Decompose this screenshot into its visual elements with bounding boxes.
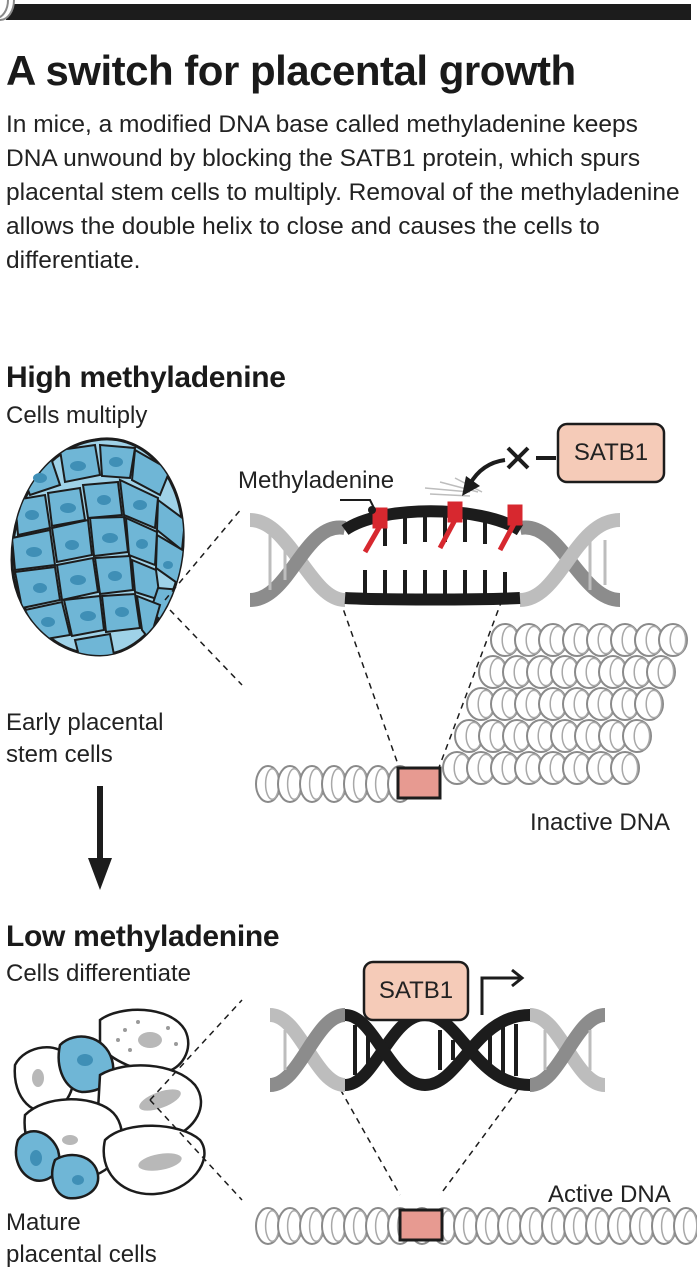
nucleosome [634, 687, 664, 721]
zoom-lines-low [149, 999, 526, 1201]
stem-cell-cluster [10, 437, 185, 657]
top-rule [6, 4, 691, 20]
nucleosome [622, 719, 652, 753]
chromatin-fiber-inactive [255, 765, 413, 803]
stem-cells-label-line1: Early placental [6, 709, 164, 736]
nucleosome [574, 655, 604, 689]
nucleosome [562, 623, 592, 657]
nucleosome [502, 719, 532, 753]
satb1-protein-blocked [556, 422, 666, 484]
stem-cells-label-line2: stem cells [6, 741, 113, 768]
methyladenine-pointer [340, 499, 376, 514]
zoom-lines-high [164, 507, 503, 771]
blocked-arrow [462, 446, 556, 496]
stacked-nucleosomes [442, 623, 688, 785]
methyl-marker-3 [497, 504, 523, 552]
nucleosome [586, 687, 616, 721]
closed-dna-helix [268, 1008, 607, 1092]
methyl-marker-2 [437, 501, 463, 550]
nucleosome [299, 1207, 325, 1245]
nucleosome [598, 719, 628, 753]
satb1-protein-bound [362, 960, 470, 1022]
nucleosome [651, 1207, 677, 1245]
nucleosome [646, 655, 676, 689]
nucleosome [610, 751, 640, 785]
nucleosome [519, 1207, 545, 1245]
high-section-heading: High methyladenine [6, 361, 286, 394]
nucleosome [538, 687, 568, 721]
mature-cells-label-line1: Mature [6, 1209, 81, 1236]
highlighted-dna-region-active [398, 1208, 444, 1242]
nucleosome [321, 1207, 347, 1245]
high-section-subheading: Cells multiply [6, 402, 148, 429]
chromatin-fiber-active [255, 1207, 697, 1245]
methyl-marker-1 [362, 507, 388, 554]
nucleosome [538, 751, 568, 785]
nucleosome [658, 623, 688, 657]
nucleosome [343, 1207, 369, 1245]
mature-cell-cluster [13, 1008, 206, 1200]
nucleosome [634, 623, 664, 657]
nucleosome [255, 765, 281, 803]
nucleosome [365, 765, 391, 803]
nucleosome [607, 1207, 633, 1245]
nucleosome [343, 765, 369, 803]
nucleosome [321, 765, 347, 803]
low-section-heading: Low methyladenine [6, 920, 280, 953]
highlighted-dna-region-inactive [396, 766, 442, 800]
methyladenine-markers [362, 501, 523, 554]
nucleosome [585, 1207, 611, 1245]
nucleosome [299, 765, 325, 803]
nucleosome [629, 1207, 655, 1245]
cell-nuclei [30, 1032, 182, 1185]
nucleosome [453, 1207, 479, 1245]
nucleosome [673, 1207, 697, 1245]
nucleosome-stack-inactive [0, 0, 15, 21]
granules [116, 1020, 178, 1052]
methyladenine-label: Methyladenine [238, 467, 395, 494]
nucleosome [610, 623, 640, 657]
nucleosome [610, 687, 640, 721]
nucleosome [277, 1207, 303, 1245]
mature-cells-label-line2: placental cells [6, 1241, 157, 1268]
nucleosome [365, 1207, 391, 1245]
page-title: A switch for placental growth [6, 47, 576, 94]
nucleosome [497, 1207, 523, 1245]
nucleosome [475, 1207, 501, 1245]
inactive-dna-label: Inactive DNA [530, 809, 671, 836]
active-dna-label: Active DNA [548, 1181, 671, 1208]
satb1-label-low: SATB1 [378, 977, 454, 1004]
satb1-label-high: SATB1 [573, 439, 649, 466]
nucleosome [277, 765, 303, 803]
low-section-subheading: Cells differentiate [6, 960, 191, 987]
open-dna-helix [249, 505, 621, 607]
nucleosome [255, 1207, 281, 1245]
nucleosome [541, 1207, 567, 1245]
nucleosome [563, 1207, 589, 1245]
down-arrow [88, 786, 112, 890]
intro-text: In mice, a modified DNA base called meth… [6, 111, 680, 274]
transcription-arrow [480, 968, 525, 1015]
